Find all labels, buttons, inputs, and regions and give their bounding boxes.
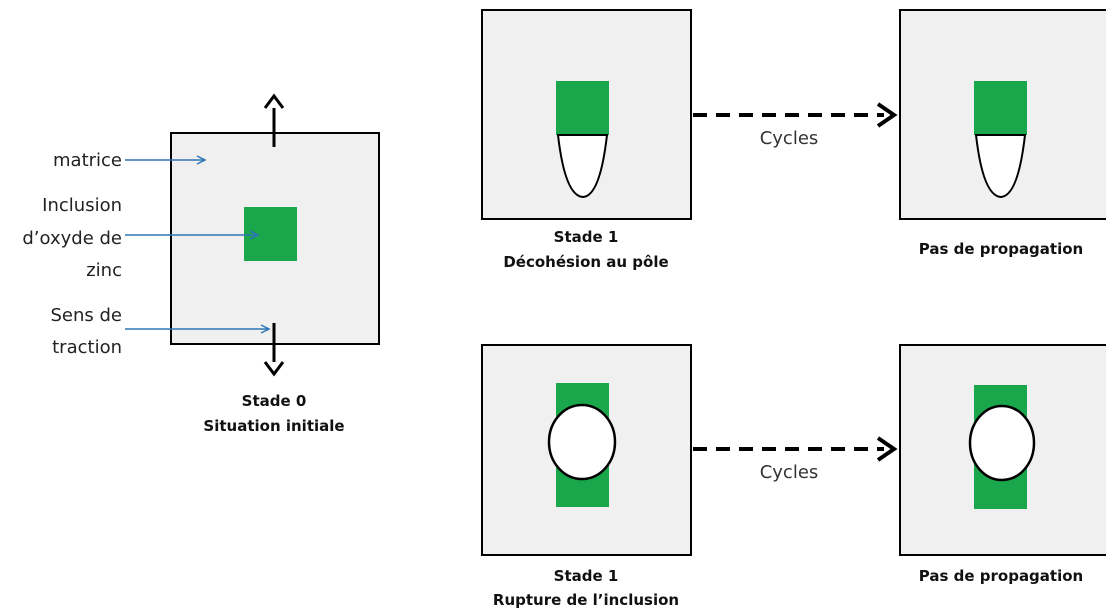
row1-result-cavity xyxy=(974,134,1027,199)
stage0-panel xyxy=(170,93,380,377)
row1-stage-title: Stade 1 xyxy=(554,228,619,246)
stage0-title: Stade 0 xyxy=(242,392,307,410)
row2-stage-panel xyxy=(481,344,692,556)
row2-result-panel xyxy=(899,344,1106,556)
label-sens-1: Sens de xyxy=(50,305,122,326)
label-inclusion-3: zinc xyxy=(86,260,122,281)
row2-result-cavity xyxy=(968,404,1036,482)
row2-rupture-cavity xyxy=(547,403,617,481)
row1-cycles-arrow-head xyxy=(876,102,898,128)
row2-cycles-arrow-head xyxy=(876,436,898,462)
traction-arrow-down-head xyxy=(263,361,285,377)
row1-result-inclusion xyxy=(974,81,1027,135)
row1-stage-panel xyxy=(481,9,692,220)
row1-cycles-label: Cycles xyxy=(760,128,819,149)
row1-stage-subtitle: Décohésion au pôle xyxy=(503,253,668,271)
row2-result-label: Pas de propagation xyxy=(919,567,1083,585)
row2-cycles-label: Cycles xyxy=(760,462,819,483)
label-inclusion-1: Inclusion xyxy=(42,195,122,216)
row1-decohesion-cavity xyxy=(556,134,609,199)
row1-result-panel xyxy=(899,9,1106,220)
stage0-inclusion xyxy=(244,207,297,261)
row1-result-label: Pas de propagation xyxy=(919,240,1083,258)
stage0-subtitle: Situation initiale xyxy=(203,417,344,435)
traction-arrow-up-head xyxy=(263,93,285,109)
row1-inclusion xyxy=(556,81,609,135)
label-sens-2: traction xyxy=(52,337,122,358)
label-inclusion-2: d’oxyde de xyxy=(22,228,122,249)
row2-stage-subtitle: Rupture de l’inclusion xyxy=(493,591,679,609)
row2-stage-title: Stade 1 xyxy=(554,567,619,585)
label-matrice: matrice xyxy=(53,150,122,171)
